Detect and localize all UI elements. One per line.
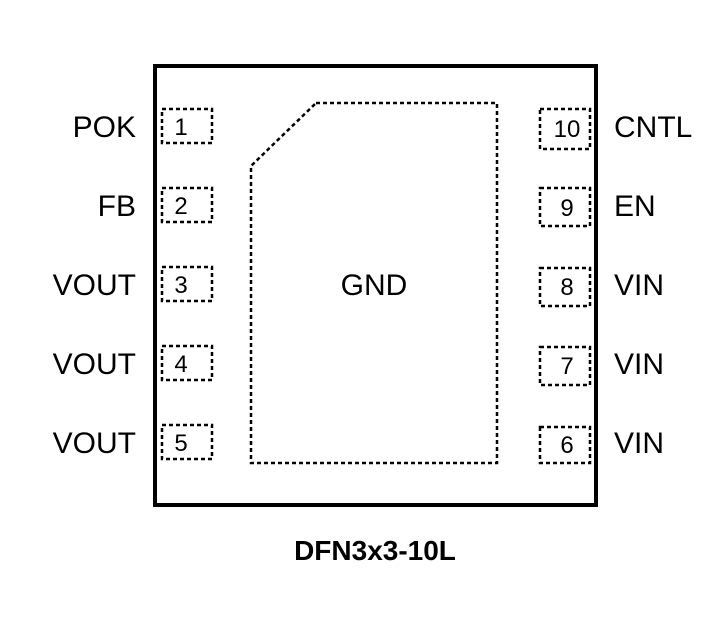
pin-number: 10 <box>554 116 581 143</box>
pin-5: 5 VOUT <box>53 423 214 461</box>
pin-label: VIN <box>614 269 664 302</box>
pin-label: VIN <box>614 427 664 460</box>
pin-pad <box>160 265 214 303</box>
exposed-pad <box>249 101 499 465</box>
pin-pad <box>538 345 592 387</box>
pin-9: 9 EN <box>538 186 656 228</box>
pin-pad <box>160 186 214 224</box>
pin-label: VOUT <box>53 269 136 302</box>
pin-label: VOUT <box>53 348 136 381</box>
pin-3: 3 VOUT <box>53 265 214 303</box>
pin-number: 5 <box>174 430 187 457</box>
pin-number: 8 <box>560 274 573 301</box>
pin-pad <box>538 186 592 228</box>
pin-label: EN <box>614 190 656 223</box>
pin-number: 6 <box>560 432 573 459</box>
pin-number: 7 <box>560 353 573 380</box>
pin-number: 2 <box>174 193 187 220</box>
pin-6: 6 VIN <box>538 425 664 465</box>
pin-pad <box>160 107 214 145</box>
pin-pad <box>160 423 214 461</box>
pin-1: 1 POK <box>73 107 214 145</box>
pin-8: 8 VIN <box>538 266 664 308</box>
pin-number: 4 <box>174 351 187 378</box>
package-outline <box>153 64 598 507</box>
pin-label: POK <box>73 111 136 144</box>
exposed-pad-label: GND <box>341 269 408 302</box>
pin-10: 10 CNTL <box>538 107 692 151</box>
pin-pad <box>538 425 592 465</box>
pin-label: VIN <box>614 348 664 381</box>
pin-number: 9 <box>560 195 573 222</box>
pin-pad <box>538 107 592 151</box>
pin-7: 7 VIN <box>538 345 664 387</box>
pin-number: 1 <box>174 114 187 141</box>
pin-4: 4 VOUT <box>53 344 214 382</box>
pin-number: 3 <box>174 272 187 299</box>
pin-2: 2 FB <box>98 186 214 224</box>
pin-label: CNTL <box>614 111 692 144</box>
package-name: DFN3x3-10L <box>294 535 456 566</box>
pin-label: FB <box>98 190 136 223</box>
pin-label: VOUT <box>53 427 136 460</box>
pin-pad <box>538 266 592 308</box>
pin-pad <box>160 344 214 382</box>
